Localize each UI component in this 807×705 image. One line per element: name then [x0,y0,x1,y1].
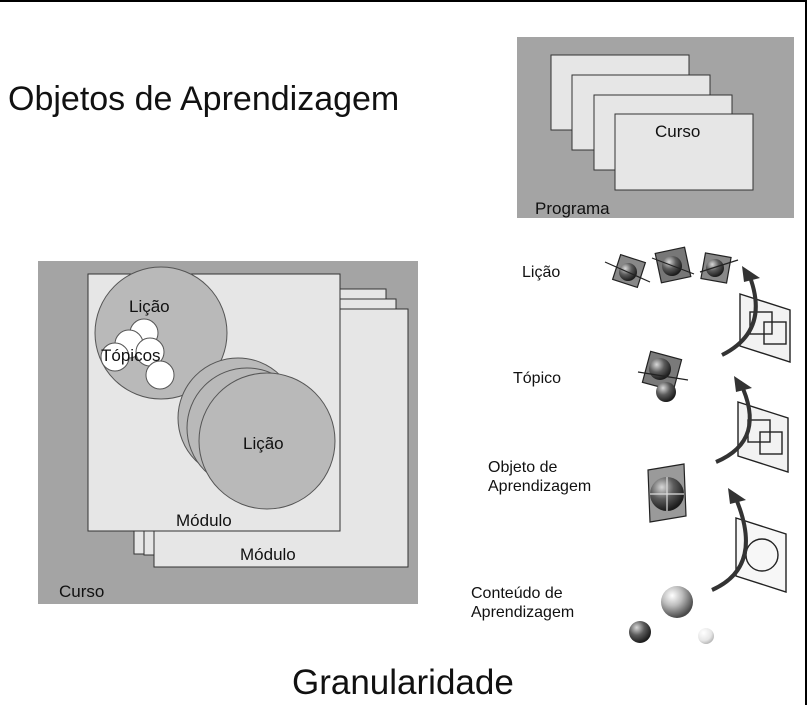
topic-cluster-icon [637,350,689,402]
level-label-topic: Tópico [513,370,561,387]
lesson-circle-large-front [198,372,336,510]
page-title: Objetos de Aprendizagem [8,80,400,118]
topic-circle [145,360,175,390]
module-front-label: Módulo [176,511,232,530]
lesson-circle-small [94,266,228,400]
course-panel: Lição Tópicos Lição Módulo Módulo Curso [38,261,418,604]
topics-label: Tópicos [101,346,161,365]
arrow-icon [711,488,787,593]
content-sphere-icon [698,628,714,644]
level-label-lesson: Lição [522,264,560,281]
program-label: Programa [535,199,610,218]
arrow-icon [721,266,791,363]
learning-object-icon [647,463,687,523]
content-sphere-icon [629,621,651,643]
course-card-front [614,113,754,191]
program-panel: Curso Programa [517,37,794,218]
footer-title: Granularidade [292,663,514,702]
arrow-icon [715,376,789,473]
course-label: Curso [59,582,104,601]
lesson-large-label: Lição [243,434,284,453]
topic-circle [100,342,130,372]
module-back-label: Módulo [240,545,296,564]
content-sphere-icon [661,586,693,618]
lesson-small-label: Lição [129,297,170,316]
program-course-label: Curso [655,122,700,141]
lesson-cluster-icon [604,246,739,289]
